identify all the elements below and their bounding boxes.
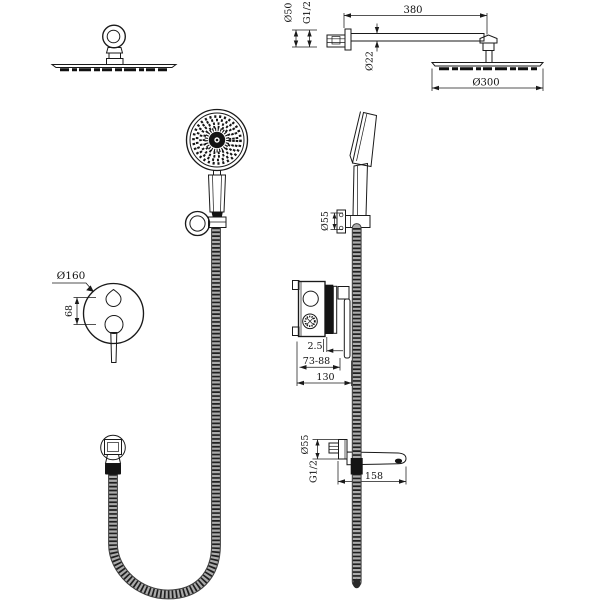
elbow-neck	[104, 454, 122, 464]
hanging-ring-inner	[106, 29, 121, 44]
tub-spout-side-view: Ø55 G1/2 158	[300, 435, 407, 485]
dim-trim-thickness: 2.5	[307, 337, 343, 353]
head-tab	[213, 170, 221, 176]
shower-arm	[350, 33, 485, 42]
dim-valve-width: 130	[296, 341, 352, 386]
hanging-ring-outer	[102, 24, 126, 49]
dim-label-spout-flange: Ø55	[300, 435, 311, 455]
dim-label-mixer-plate-diameter: Ø160	[57, 270, 86, 282]
dim-label-flange-diameter: Ø50	[284, 3, 295, 23]
elbow-block	[104, 439, 122, 455]
elbow-stem	[485, 50, 493, 63]
spout-mouth	[394, 458, 403, 464]
dim-label-spout-length: 158	[365, 471, 383, 482]
dim-head-diameter: Ø300	[431, 68, 544, 91]
hand-shower-holder-side-view: Ø55	[320, 111, 378, 234]
shower-plate-side	[50, 64, 178, 68]
dim-arm-diameter: Ø22	[365, 23, 380, 71]
handle-nut	[211, 212, 223, 217]
mixer-valve-side-view: 2.5 73-88 130	[292, 280, 352, 386]
elbow-cap	[479, 34, 498, 44]
dim-mixer-handle-spacing: 68	[64, 297, 96, 325]
dim-label-holder-diameter: Ø55	[320, 211, 331, 231]
overhead-shower-side-view	[50, 24, 178, 72]
dim-holder-diameter: Ø55	[320, 211, 343, 231]
dim-install-depth-range: 73-88	[299, 356, 341, 371]
overhead-shower-plate	[430, 62, 545, 67]
trim-plate-edge	[332, 285, 338, 334]
shower-hose-right	[350, 223, 363, 589]
spout-body	[346, 451, 407, 466]
dim-arm-length: 380	[343, 5, 488, 35]
shower-hose-left	[108, 227, 221, 600]
dim-spout-flange-diameter: Ø55	[300, 435, 338, 460]
dim-label-head-diameter: Ø300	[472, 78, 499, 89]
hose-braiding	[109, 227, 220, 599]
dim-label-spout-thread: G1/2	[309, 460, 320, 483]
dim-label-depth-range: 73-88	[303, 356, 330, 367]
ring-neck	[108, 52, 121, 59]
spray-ring-2	[195, 118, 239, 162]
mixer-trim-plate	[82, 282, 145, 345]
valve-knob-bottom	[302, 313, 318, 330]
ring-base	[105, 47, 124, 54]
dim-label-trim-thickness: 2.5	[307, 341, 322, 352]
spray-sunburst	[204, 127, 230, 153]
hose-ferrule	[105, 463, 121, 475]
arm-wall-flange	[344, 28, 352, 51]
dim-label-arm-length: 380	[403, 5, 422, 16]
spout-hose-nut	[350, 458, 363, 475]
hand-shower-handle-side	[352, 162, 369, 216]
hand-shower-front-view	[184, 108, 249, 237]
spout-escutcheon	[338, 439, 348, 460]
elbow-flange	[100, 434, 126, 461]
dim-spout-length: 158	[337, 461, 407, 485]
spray-ring-3	[199, 122, 235, 158]
handle-hub-side	[337, 286, 350, 300]
handle-lever-side	[343, 298, 351, 359]
wall-supply-elbow	[100, 434, 126, 475]
hanging-ring-front-outer	[184, 210, 211, 237]
diverter-knob	[105, 288, 122, 307]
dim-mixer-plate-diameter: Ø160	[52, 270, 94, 292]
elbow-nut	[482, 42, 495, 51]
dim-label-valve-width: 130	[316, 372, 334, 383]
dim-flange-diameter: Ø50	[284, 3, 299, 47]
valve-port-top	[302, 290, 319, 307]
dim-label-arm-diameter: Ø22	[365, 51, 376, 71]
hose-end-tip	[352, 578, 361, 589]
hanging-ring-front-inner	[189, 215, 206, 232]
hand-shower-head-side	[351, 111, 378, 168]
mixer-handle-lever	[110, 332, 118, 363]
spray-ring-1	[192, 115, 242, 165]
mixer-valve-front-view: Ø160 68	[52, 270, 145, 363]
wall-trim-bar	[325, 284, 334, 334]
dim-arm-thread: G1/2	[292, 1, 317, 48]
hand-shower-handle	[207, 174, 227, 213]
head-face-edge	[349, 111, 361, 164]
mixer-handle-hub	[104, 315, 124, 334]
dim-label-arm-thread: G1/2	[302, 1, 313, 24]
shower-arm-assembly: 380 Ø50 G1/2 Ø22	[284, 1, 545, 91]
ring-collar	[106, 58, 124, 65]
spray-ring-4	[202, 125, 232, 155]
spout-nipple	[328, 442, 339, 454]
dim-label-handle-spacing: 68	[64, 305, 75, 317]
